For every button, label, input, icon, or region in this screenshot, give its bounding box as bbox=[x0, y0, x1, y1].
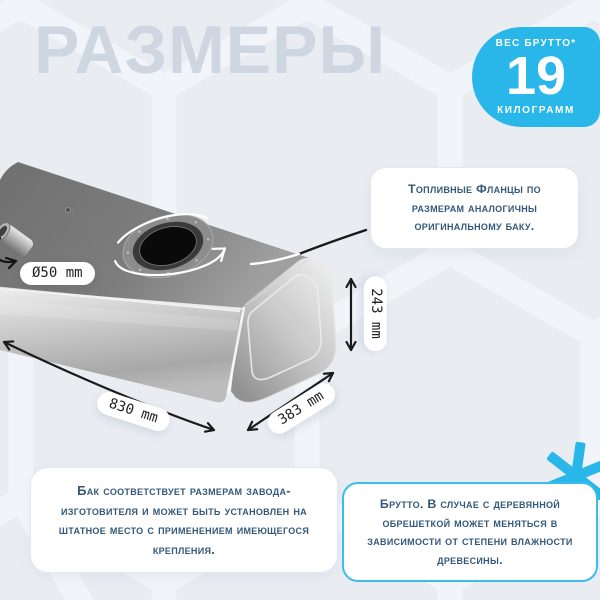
flange-diameter-label: Ø50 mm bbox=[20, 262, 95, 285]
gross-weight-badge: ВЕС БРУТТО* 19 КИЛОГРАММ bbox=[472, 27, 600, 127]
gross-weight-note-box: Брутто. В случае с деревянной обрешеткой… bbox=[342, 482, 598, 583]
gross-weight-note-text: Брутто. В случае с деревянной обрешеткой… bbox=[367, 497, 573, 567]
height-dimension-label: 243 mm bbox=[363, 276, 387, 351]
weight-badge-label: ВЕС БРУТТО* bbox=[495, 38, 577, 50]
flange-callout-box: Топливные Фланцы по размерам аналогичны … bbox=[370, 167, 579, 249]
fitment-note-box: Бак соответствует размерам завода-изгото… bbox=[30, 467, 338, 573]
fitment-note-text: Бак соответствует размерам завода-изгото… bbox=[58, 483, 310, 557]
weight-badge-unit: КИЛОГРАММ bbox=[497, 104, 575, 116]
page-title: РАЗМЕРЫ bbox=[34, 12, 387, 88]
flange-callout-text: Топливные Фланцы по размерам аналогичны … bbox=[408, 182, 541, 234]
weight-badge-value: 19 bbox=[505, 46, 567, 107]
